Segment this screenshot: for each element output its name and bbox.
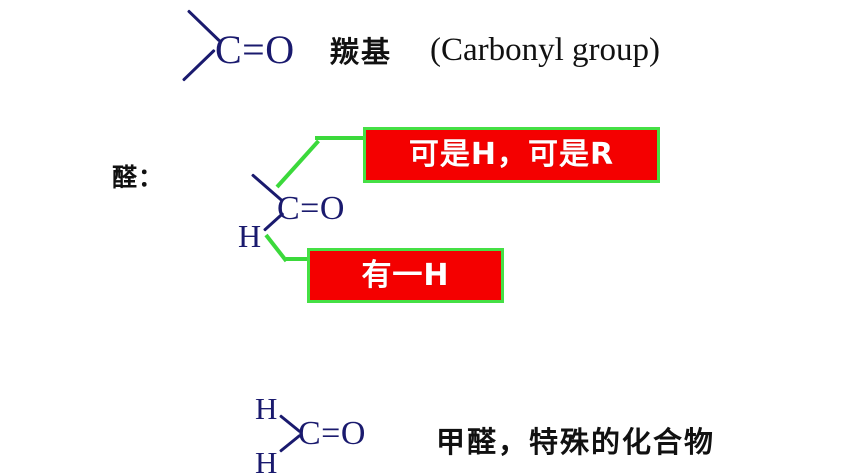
leader-line-bottom-diagonal bbox=[264, 233, 288, 263]
formaldehyde-hydrogen-bottom: H bbox=[255, 445, 278, 474]
callout-box-r-or-h-text: 可是H，可是R bbox=[408, 137, 615, 172]
formaldehyde-caption: 甲醛，特殊的化合物 bbox=[436, 425, 716, 459]
carbonyl-bond-lower bbox=[181, 48, 216, 82]
formaldehyde-formula: C=O bbox=[298, 415, 366, 452]
callout-box-one-h-text: 有一H bbox=[361, 257, 450, 293]
callout-box-r-or-h: 可是H，可是R bbox=[363, 127, 660, 183]
carbonyl-formula: C=O bbox=[215, 27, 295, 72]
carbonyl-label-chinese: 羰基 bbox=[330, 35, 393, 69]
leader-line-top-horizontal bbox=[315, 136, 365, 140]
aldehyde-row-label: 醛： bbox=[112, 163, 165, 192]
leader-line-top-diagonal bbox=[275, 139, 320, 189]
formaldehyde-hydrogen-top: H bbox=[255, 391, 278, 426]
leader-line-bottom-horizontal bbox=[286, 257, 312, 261]
carbonyl-label-english: (Carbonyl group) bbox=[430, 32, 661, 68]
aldehyde-formula: C=O bbox=[277, 190, 345, 227]
aldehyde-hydrogen: H bbox=[238, 218, 262, 254]
callout-box-one-h: 有一H bbox=[307, 248, 504, 303]
